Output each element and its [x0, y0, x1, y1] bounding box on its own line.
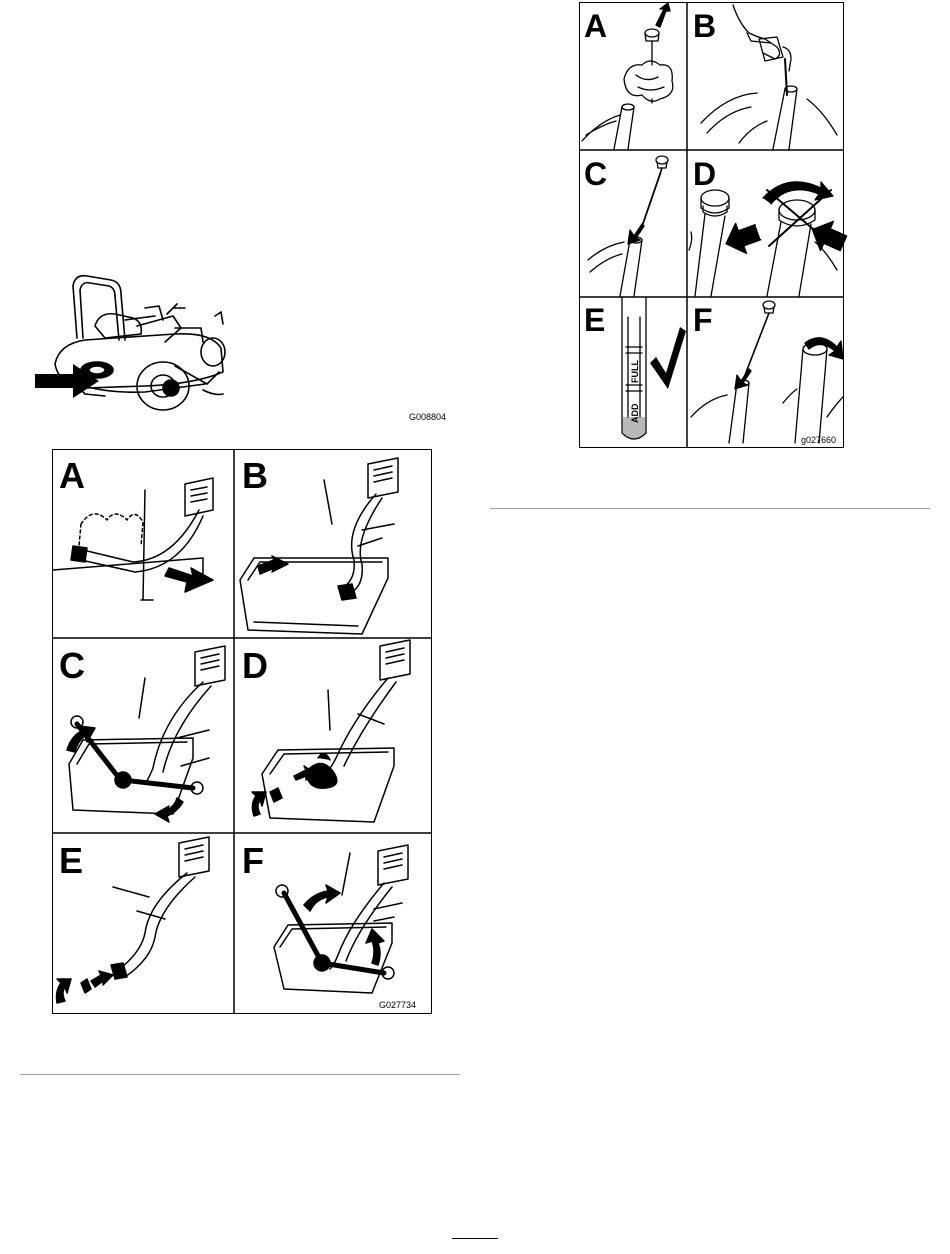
drain-panel-c [67, 646, 225, 822]
mower-illustration [25, 268, 465, 428]
footer-rule [452, 1238, 498, 1239]
dipstick-panel-letter-b: B [693, 8, 716, 44]
dipstick-panel-letter-c: C [584, 156, 607, 192]
checkmark-icon [650, 327, 686, 389]
dipstick-add-mark: ADD [630, 403, 640, 423]
dipstick-panel-letter-d: D [693, 156, 716, 192]
mower-figure-id: G008804 [409, 412, 446, 422]
section-divider-right [490, 508, 930, 509]
drain-panels-svg: A B C D E F [53, 450, 431, 1013]
dipstick-procedure-figure: A B C D E F [579, 2, 844, 448]
drain-panel-letter-e: E [59, 840, 83, 881]
dipstick-panels-svg: A B C D E F [580, 3, 843, 447]
dipstick-full-mark: FULL [630, 360, 640, 383]
dipstick-panel-b [701, 5, 837, 149]
drain-panel-f [274, 845, 408, 993]
drain-panel-letter-f: F [242, 840, 264, 881]
drain-procedure-figure: A B C D E F [52, 449, 432, 1014]
drain-figure-id: G027734 [379, 1000, 416, 1010]
dipstick-panel-e: FULL ADD [622, 297, 686, 439]
dipstick-panel-f [691, 301, 843, 443]
dipstick-panel-letter-e: E [584, 302, 605, 338]
section-divider-left [20, 1074, 460, 1075]
drain-panel-letter-d: D [242, 645, 268, 686]
mower-location-figure: G008804 [25, 268, 465, 428]
drain-panel-letter-b: B [242, 455, 268, 496]
dipstick-panel-letter-f: F [693, 302, 713, 338]
drain-panel-letter-a: A [59, 455, 85, 496]
drain-panel-d [252, 640, 410, 822]
drain-panel-letter-c: C [59, 645, 85, 686]
dipstick-figure-id: g027660 [801, 435, 836, 445]
dipstick-panel-letter-a: A [584, 8, 607, 44]
drain-panel-a [53, 478, 213, 600]
dipstick-panel-d [689, 182, 850, 296]
